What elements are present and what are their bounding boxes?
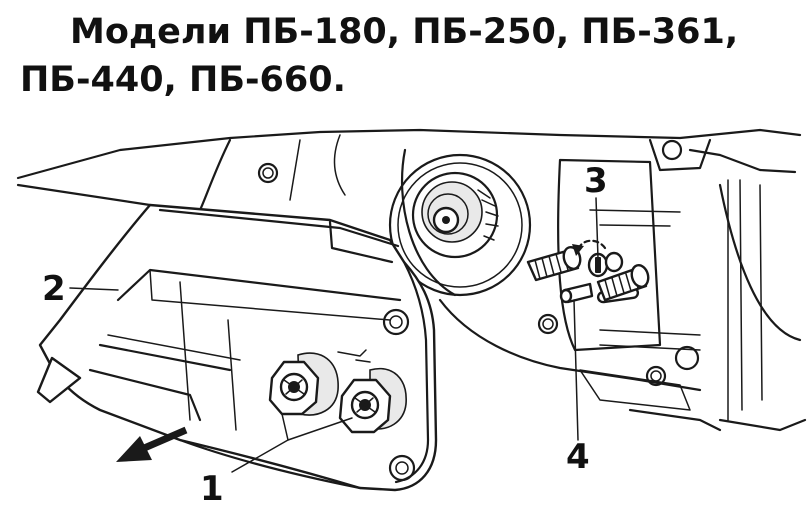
cover-nut-right (338, 367, 407, 434)
title-line-1: Модели ПБ-180, ПБ-250, ПБ-361, (70, 12, 739, 52)
removal-arrow-icon (116, 426, 188, 462)
clutch-drum (388, 148, 532, 297)
rotation-arrow-icon (572, 239, 607, 256)
callout-3: 3 (584, 161, 608, 201)
cover-nut-left (268, 352, 339, 416)
leader-lines (69, 197, 599, 473)
saw-body-outline (16, 128, 807, 432)
title-line-2: ПБ-440, ПБ-660. (20, 60, 346, 100)
sprocket-cover (36, 203, 438, 492)
diagram-title: Модели ПБ-180, ПБ-250, ПБ-361, ПБ-440, П… (20, 8, 800, 104)
callout-4: 4 (566, 437, 590, 477)
chain-tension-screw (587, 251, 624, 278)
body-screw-holes (257, 139, 700, 387)
chain-tensioner-pin (559, 282, 594, 304)
callout-1: 1 (200, 469, 224, 509)
guide-bar-stud-right (596, 263, 650, 302)
callout-2: 2 (42, 269, 66, 309)
